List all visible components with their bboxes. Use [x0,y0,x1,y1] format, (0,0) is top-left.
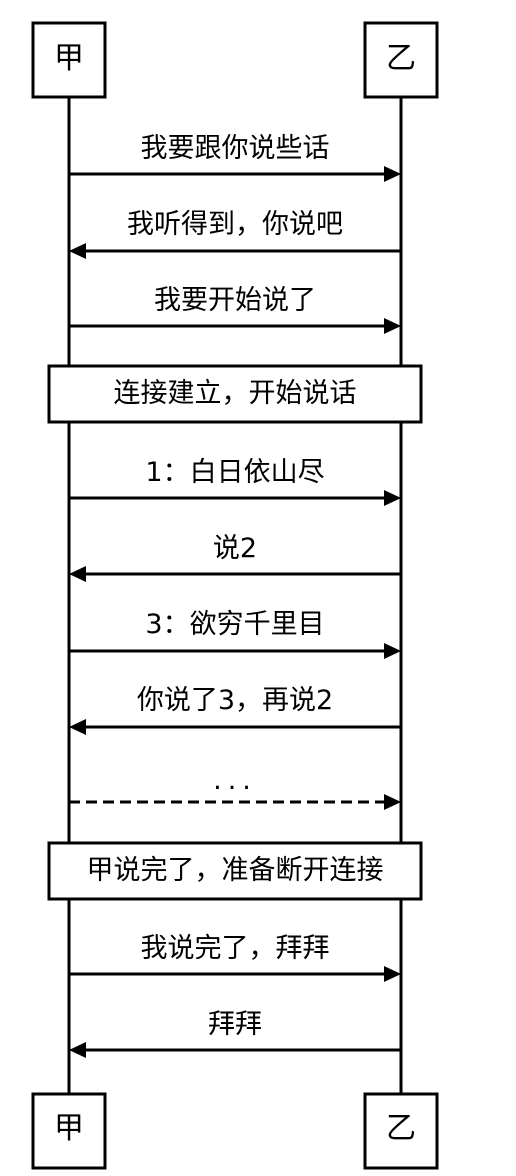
arrowhead-8 [384,794,401,810]
participant-label-left-bottom: 甲 [54,1111,84,1146]
message-label-7: 你说了3，再说2 [136,685,334,716]
arrowhead-5 [69,566,86,582]
message-label-5: 说2 [212,533,258,564]
note-box-connection-established [47,364,423,424]
note-label-disconnect: 甲说完了，准备断开连接 [86,855,384,886]
note-box-disconnect [47,841,423,901]
arrowhead-4 [384,490,401,506]
arrowhead-2 [69,243,86,259]
participant-box-right-bottom [363,1092,439,1170]
message-label-2: 我听得到，你说吧 [127,209,343,240]
message-label-3: 我要开始说了 [154,285,316,316]
participant-label-right-top: 乙 [386,41,416,76]
message-label-8: ... [213,765,257,796]
participant-box-left-top [31,21,107,99]
participant-box-left-bottom [31,1092,107,1170]
participant-label-left-top: 甲 [54,41,84,76]
arrowhead-10 [69,1042,86,1058]
message-label-1: 我要跟你说些话 [140,133,330,164]
arrowhead-1 [384,166,401,182]
note-label-connection-established: 连接建立，开始说话 [113,378,357,409]
participant-box-right-top [363,21,439,99]
participant-label-right-bottom: 乙 [386,1111,416,1146]
arrowhead-6 [384,643,401,659]
arrowhead-3 [384,318,401,334]
message-label-10: 拜拜 [208,1009,262,1040]
message-label-9: 我说完了，拜拜 [140,933,330,964]
arrowhead-9 [384,966,401,982]
arrowhead-7 [69,719,86,735]
message-label-4: 1：白日依山尽 [145,457,325,488]
message-label-6: 3：欲穷千里目 [145,609,325,640]
